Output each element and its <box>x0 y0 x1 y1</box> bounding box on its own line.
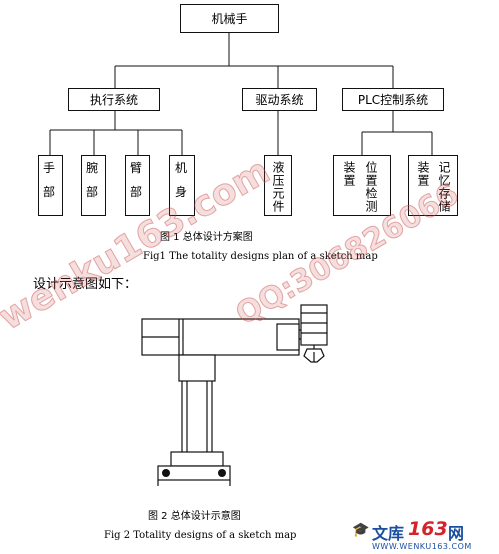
site-logo: 🎓 文库 163 网 WWW.WENKU163.COM <box>352 518 498 554</box>
wrist-block <box>300 304 328 346</box>
node-arm: 臂 部 <box>125 155 150 216</box>
node-position-detection-label-a: 装置 <box>342 161 356 187</box>
node-plc-control-system-label: PLC控制系统 <box>357 93 429 107</box>
base-block <box>170 451 224 467</box>
node-memory-storage-device: 装置 记忆存储 <box>408 155 458 216</box>
node-hand: 手 部 <box>38 155 63 216</box>
node-position-detection-device: 装置 位置检测 <box>333 155 391 216</box>
logo-text-suffix: 网 <box>448 524 465 543</box>
fig2-caption-en: Fig 2 Totality designs of a sketch map <box>104 530 297 541</box>
lead-text: 设计示意图如下： <box>33 277 138 292</box>
root-node-label: 机械手 <box>211 12 248 26</box>
node-wrist-label: 腕 部 <box>86 161 100 199</box>
node-plc-control-system: PLC控制系统 <box>342 88 444 111</box>
node-hand-label: 手 部 <box>43 161 57 199</box>
node-memory-storage-label-b: 记忆存储 <box>437 161 451 213</box>
node-memory-storage-label-a: 装置 <box>416 161 430 187</box>
node-wrist: 腕 部 <box>81 155 106 216</box>
node-hydraulic-components-label: 液压元件 <box>271 161 285 213</box>
node-position-detection-label-b: 位置检测 <box>364 161 378 213</box>
fig1-caption-en: Fig1 The totality designs plan of a sket… <box>143 251 378 262</box>
node-hydraulic-components: 液压元件 <box>264 155 292 216</box>
node-drive-system-label: 驱动系统 <box>255 93 304 107</box>
node-execution-system: 执行系统 <box>68 88 160 111</box>
logo-text-num: 163 <box>408 518 448 540</box>
root-node: 机械手 <box>180 4 279 33</box>
logo-url: WWW.WENKU163.COM <box>372 542 472 551</box>
node-drive-system: 驱动系统 <box>242 88 317 111</box>
logo-text-cn: 文库 <box>372 524 405 543</box>
column-cap <box>178 354 216 382</box>
node-arm-label: 臂 部 <box>130 161 144 199</box>
graduation-cap-icon: 🎓 <box>352 522 370 538</box>
node-body: 机 身 <box>169 155 195 216</box>
fig1-caption-cn: 图 1 总体设计方案图 <box>160 232 253 243</box>
node-body-label: 机 身 <box>175 161 189 199</box>
fig2-caption-cn: 图 2 总体设计示意图 <box>148 511 241 522</box>
node-execution-system-label: 执行系统 <box>89 93 138 107</box>
